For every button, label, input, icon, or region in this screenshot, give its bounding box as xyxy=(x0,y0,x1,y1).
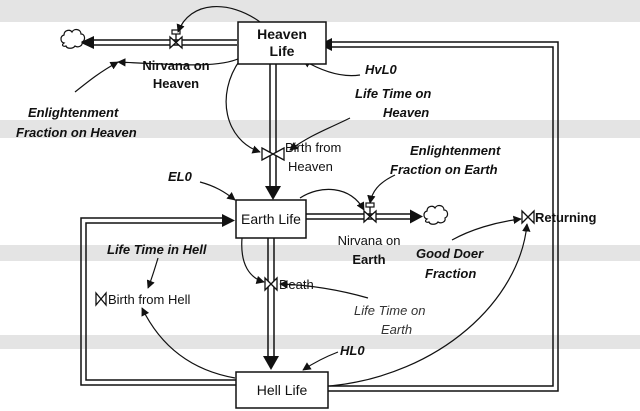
flow-pipe-birth-heaven xyxy=(265,62,281,200)
label-nirvana-earth-1: Nirvana on xyxy=(338,233,401,248)
label-nirvana-earth-2: Earth xyxy=(352,252,385,267)
information-links xyxy=(74,5,531,387)
aux-lifetime-earth-1: Life Time on xyxy=(354,303,425,318)
hell-life-label: Hell Life xyxy=(257,382,308,398)
valve-birth-heaven[interactable] xyxy=(261,146,285,162)
valve-nirvana-heaven[interactable] xyxy=(169,29,183,50)
aux-good-doer-2: Fraction xyxy=(425,266,476,281)
aux-el0: EL0 xyxy=(168,169,193,184)
heaven-life-line-1: Heaven xyxy=(257,26,307,42)
aux-enlight-heaven-1: Enlightenment xyxy=(28,105,119,120)
valve-birth-hell[interactable] xyxy=(95,291,107,307)
heaven-life-line-2: Life xyxy=(270,43,295,59)
valve-nirvana-earth[interactable] xyxy=(363,202,377,224)
flow-pipe-nirvana-heaven xyxy=(80,36,237,49)
aux-lifetime-heaven-1: Life Time on xyxy=(355,86,431,101)
aux-enlight-earth-1: Enlightenment xyxy=(410,143,501,158)
label-nirvana-heaven-1: Nirvana on xyxy=(142,58,209,73)
cloud-sink-icon xyxy=(60,28,86,49)
label-death: Death xyxy=(279,277,314,292)
label-returning: Returning xyxy=(535,210,596,225)
aux-enlight-heaven-2: Fraction on Heaven xyxy=(16,125,137,140)
earth-life-label: Earth Life xyxy=(241,211,301,227)
flow-pipe-death xyxy=(263,238,279,370)
cloud-sink-icon xyxy=(423,204,449,225)
background-shading xyxy=(0,0,640,349)
flow-pipe-nirvana-earth xyxy=(306,209,423,224)
aux-lifetime-earth-2: Earth xyxy=(381,322,412,337)
label-birth-hell: Birth from Hell xyxy=(108,292,190,307)
valve-returning[interactable] xyxy=(521,209,535,225)
aux-good-doer-1: Good Doer xyxy=(416,246,484,261)
stock-heaven-life[interactable]: Heaven Life xyxy=(237,21,327,65)
aux-hl0: HL0 xyxy=(340,343,365,358)
flow-pipe-birth-hell xyxy=(80,214,236,386)
aux-enlight-earth-2: Fraction on Earth xyxy=(390,162,498,177)
aux-hvl0: HvL0 xyxy=(365,62,398,77)
label-nirvana-heaven-2: Heaven xyxy=(153,76,199,91)
stock-earth-life[interactable]: Earth Life xyxy=(235,199,307,239)
aux-lifetime-hell: Life Time in Hell xyxy=(107,242,207,257)
aux-lifetime-heaven-2: Heaven xyxy=(383,105,429,120)
stock-hell-life[interactable]: Hell Life xyxy=(235,371,329,409)
label-birth-heaven-1: Birth from xyxy=(285,140,341,155)
label-birth-heaven-2: Heaven xyxy=(288,159,333,174)
valve-death[interactable] xyxy=(264,276,278,292)
